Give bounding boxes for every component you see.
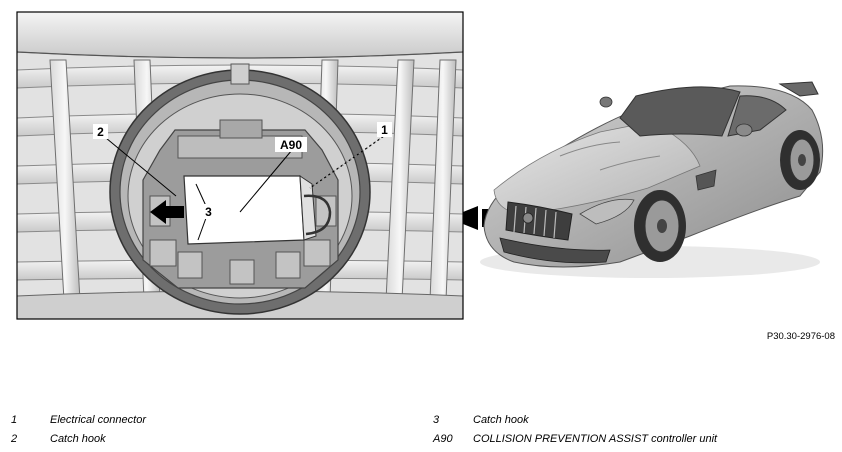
legend-label: Electrical connector — [50, 414, 146, 426]
legend-key: A90 — [433, 433, 453, 445]
controller-unit-a90 — [183, 175, 317, 245]
legend-label: Catch hook — [473, 414, 529, 426]
callout-a90: A90 — [275, 137, 307, 152]
figure-reference: P30.30-2976-08 — [766, 331, 835, 342]
svg-text:2: 2 — [97, 125, 104, 139]
svg-text:A90: A90 — [280, 138, 302, 152]
detail-view: 2 3 A90 1 — [17, 12, 463, 319]
electrical-connector — [303, 194, 332, 236]
callout-2: 2 — [93, 124, 108, 139]
legend-key: 2 — [11, 433, 18, 445]
installation-diagram: 2 3 A90 1 — [16, 11, 824, 320]
legend-label: Catch hook — [50, 433, 106, 445]
direction-arrow-icon — [150, 200, 184, 224]
rear-wheel — [780, 130, 820, 190]
legend-key: 3 — [433, 414, 440, 426]
vehicle-illustration — [480, 81, 824, 278]
callout-3: 3 — [201, 204, 216, 219]
svg-text:3: 3 — [205, 205, 212, 219]
legend-label: COLLISION PREVENTION ASSIST controller u… — [473, 433, 718, 445]
legend-key: 1 — [11, 414, 18, 426]
svg-text:1: 1 — [381, 123, 388, 137]
front-wheel — [634, 190, 686, 262]
callout-1: 1 — [377, 122, 392, 137]
